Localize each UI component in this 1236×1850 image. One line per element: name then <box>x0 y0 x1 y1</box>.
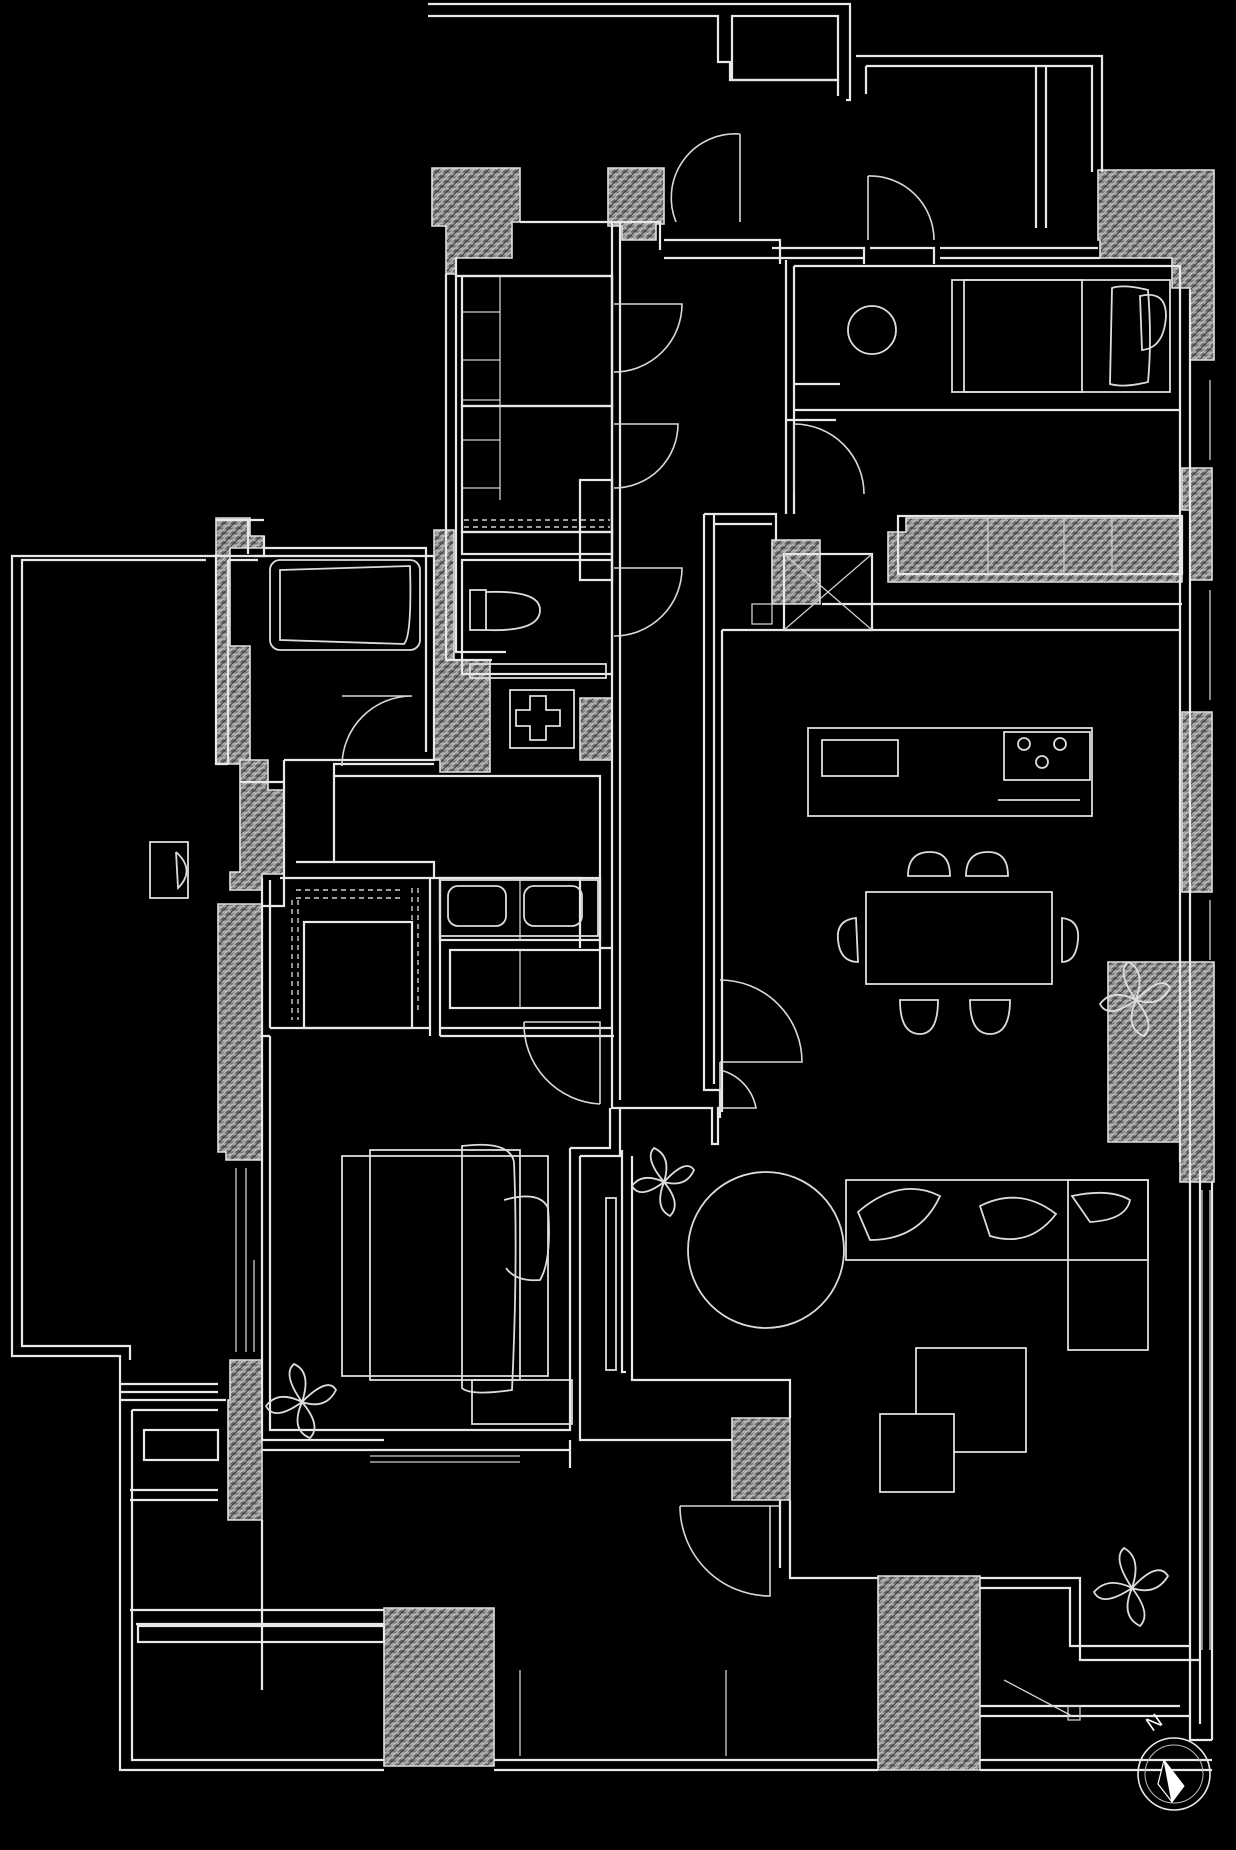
column-bath-corridor <box>433 529 491 773</box>
bed-upper <box>951 279 1171 393</box>
walls <box>10 2 1214 1772</box>
dining-table <box>865 891 1053 985</box>
wc-door <box>613 567 683 637</box>
hall-door <box>719 979 803 1110</box>
column-wc-bottom <box>579 697 613 761</box>
closet-door-1 <box>613 303 683 373</box>
living-furniture <box>687 1171 1149 1493</box>
column-left-mid <box>229 759 285 891</box>
round-stool <box>847 305 897 355</box>
toilet-tank <box>469 589 487 631</box>
column-center-1 <box>731 1417 791 1501</box>
living-lower-door <box>679 1505 780 1597</box>
outdoor-chair <box>149 841 189 899</box>
column-top-mid <box>607 167 665 241</box>
plant-4 <box>1092 1546 1170 1628</box>
lower-bedroom-furniture <box>341 1143 617 1425</box>
chair-2 <box>965 851 1009 877</box>
sink <box>821 739 899 777</box>
stove-burners <box>1017 737 1067 769</box>
column-right-1 <box>1181 467 1213 581</box>
plant-2 <box>1098 960 1172 1038</box>
upper-bedroom-furniture <box>847 279 1171 393</box>
chair-4 <box>969 999 1011 1035</box>
basin-2 <box>523 885 583 927</box>
compass-label: N <box>1142 1710 1166 1736</box>
chair-1 <box>907 851 951 877</box>
closet-door-2 <box>613 423 679 489</box>
doors <box>341 133 935 1597</box>
basin-1 <box>447 885 507 927</box>
bed-lower <box>341 1155 549 1377</box>
plants <box>264 960 1172 1628</box>
column-bottom-1 <box>383 1607 495 1767</box>
bedroom-lower-door <box>523 1021 601 1105</box>
column-right-2 <box>1181 711 1213 893</box>
column-mid-band <box>887 517 1183 583</box>
coffee-table-2 <box>879 1413 955 1493</box>
kitchen-island <box>807 727 1093 817</box>
column-top-left <box>431 167 521 275</box>
chair-5 <box>836 917 859 963</box>
entry-door <box>670 133 741 223</box>
column-right-3 <box>1107 961 1215 1183</box>
column-left-lower <box>217 903 263 1161</box>
column-living-top <box>771 539 821 605</box>
chair-3 <box>899 999 939 1035</box>
washbasin-counter <box>439 879 599 937</box>
bath-door <box>341 695 413 767</box>
sofa-chaise <box>1067 1179 1149 1351</box>
column-bottom-2 <box>877 1575 981 1771</box>
stove <box>1003 731 1091 781</box>
chair-6 <box>1061 916 1080 963</box>
plant-1 <box>630 1146 696 1218</box>
kitchen-dining <box>807 727 1093 1035</box>
round-rug <box>687 1171 845 1329</box>
plant-3 <box>264 1362 338 1440</box>
toilet-bowl <box>485 590 541 632</box>
cross-symbol <box>515 695 561 741</box>
bedroom-door <box>793 423 865 495</box>
coffee-table-1 <box>915 1347 1027 1453</box>
bathtub <box>269 559 421 651</box>
column-top-right-a <box>1097 169 1215 361</box>
hall-door-2 <box>719 1069 757 1109</box>
entry-door-2 <box>867 175 935 241</box>
wardrobe <box>605 1197 617 1371</box>
column-bottom-left <box>227 1359 263 1521</box>
bath-fixtures <box>269 559 607 937</box>
